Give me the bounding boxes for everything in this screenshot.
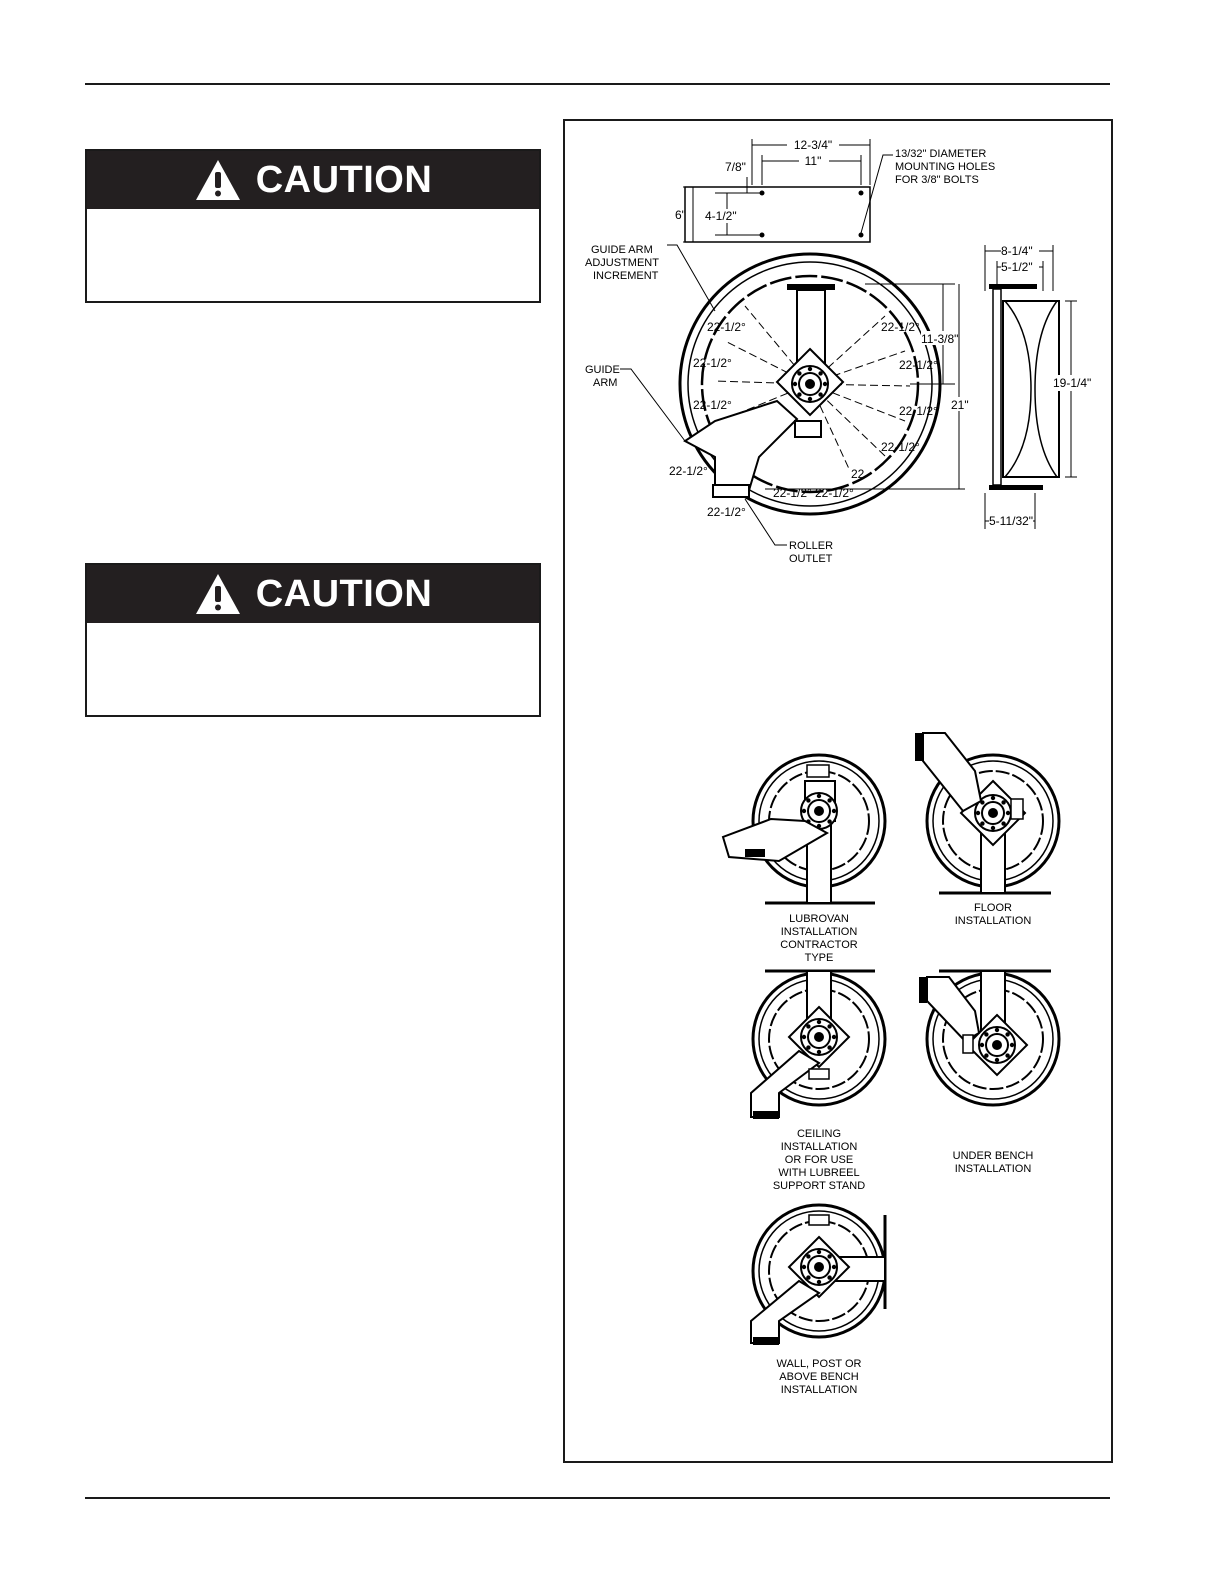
plate-height-inner-label: 4-1/2" bbox=[705, 209, 737, 223]
callout-roller-outlet-1: ROLLER bbox=[789, 540, 833, 552]
angle-label: 22-1/2° bbox=[899, 404, 938, 418]
install-ceiling-line-1: CEILING bbox=[797, 1128, 841, 1140]
angle-label: 22-1/2° bbox=[899, 358, 938, 372]
caution-body bbox=[87, 623, 539, 715]
hole-note-line-3: FOR 3/8" BOLTS bbox=[895, 174, 979, 186]
install-wall-line-3: INSTALLATION bbox=[781, 1384, 858, 1396]
lubrovan-installation-drawing: LUBROVAN INSTALLATION CONTRACTOR TYPE bbox=[721, 753, 887, 964]
angle-label: 22-1/2° bbox=[693, 356, 732, 370]
angle-label-short: 22 bbox=[851, 467, 865, 481]
angle-label: 22-1/2° bbox=[707, 505, 746, 519]
warning-triangle-icon bbox=[195, 160, 240, 200]
install-lubrovan-line-3: CONTRACTOR bbox=[780, 939, 857, 951]
floor-installation-drawing: FLOOR INSTALLATION bbox=[915, 732, 1061, 927]
install-wall-line-2: ABOVE BENCH bbox=[779, 1371, 859, 1383]
install-ceiling-line-5: SUPPORT STAND bbox=[773, 1180, 865, 1192]
warning-triangle-icon bbox=[195, 574, 240, 614]
caution-banner: CAUTION bbox=[87, 151, 539, 209]
plate-top-offset-label: 7/8" bbox=[725, 160, 746, 174]
angle-label: 22-1/2° bbox=[815, 486, 854, 500]
installation-figure: 12-3/4" 11" 6" 4-1/2" 7/8" 13/32" DIAMET… bbox=[563, 119, 1113, 1463]
reel-front-view: 22-1/2° 22-1/2° 22-1/2° 22-1/2° 22-1/2° … bbox=[585, 244, 979, 565]
caution-notice-1: CAUTION bbox=[85, 149, 541, 303]
angle-label: 22-1/2° bbox=[881, 320, 920, 334]
install-floor-line-1: FLOOR bbox=[974, 902, 1012, 914]
footer-rule bbox=[85, 1497, 1110, 1499]
wall-installation-drawing: WALL, POST OR ABOVE BENCH INSTALLATION bbox=[750, 1203, 887, 1396]
angle-label: 22-1/2° bbox=[881, 440, 920, 454]
reel-drawings: 12-3/4" 11" 6" 4-1/2" 7/8" 13/32" DIAMET… bbox=[585, 137, 1097, 1396]
side-reel-diameter-label: 19-1/4" bbox=[1053, 376, 1091, 390]
install-ceiling-line-4: WITH LUBREEL bbox=[778, 1167, 859, 1179]
caution-notice-2: CAUTION bbox=[85, 563, 541, 717]
caution-body bbox=[87, 209, 539, 301]
under-bench-installation-drawing: UNDER BENCH INSTALLATION bbox=[919, 969, 1061, 1175]
callout-guide-arm-2: ARM bbox=[593, 377, 617, 389]
angle-label: 22-1/2° bbox=[773, 486, 812, 500]
callout-guide-arm-adjust-3: INCREMENT bbox=[593, 270, 659, 282]
callout-guide-arm-adjust-1: GUIDE ARM bbox=[591, 244, 653, 256]
side-top-outer-label: 8-1/4" bbox=[1001, 244, 1033, 258]
plate-width-inner-label: 11" bbox=[805, 154, 822, 168]
mounting-plate-drawing: 12-3/4" 11" 6" 4-1/2" 7/8" 13/32" DIAMET… bbox=[675, 137, 995, 243]
install-floor-line-2: INSTALLATION bbox=[955, 915, 1032, 927]
angle-label: 22-1/2° bbox=[707, 320, 746, 334]
caution-title: CAUTION bbox=[255, 572, 433, 615]
callout-guide-arm-1: GUIDE bbox=[585, 364, 620, 376]
install-lubrovan-line-2: INSTALLATION bbox=[781, 926, 858, 938]
reel-side-view: 8-1/4" 5-1/2" 19-1/4" 5-11/32" bbox=[984, 244, 1097, 529]
header-rule bbox=[85, 83, 1110, 85]
caution-banner: CAUTION bbox=[87, 565, 539, 623]
ceiling-installation-drawing: CEILING INSTALLATION OR FOR USE WITH LUB… bbox=[750, 969, 887, 1192]
side-top-inner-label: 5-1/2" bbox=[1001, 260, 1033, 274]
side-bottom-label: 5-11/32" bbox=[989, 514, 1033, 528]
install-ceiling-line-2: INSTALLATION bbox=[781, 1141, 858, 1153]
install-under-bench-line-1: UNDER BENCH bbox=[953, 1150, 1034, 1162]
dim-height-total-label: 21" bbox=[951, 398, 969, 412]
install-under-bench-line-2: INSTALLATION bbox=[955, 1163, 1032, 1175]
caution-title: CAUTION bbox=[255, 158, 433, 201]
plate-height-outer-label: 6" bbox=[675, 208, 686, 222]
install-wall-line-1: WALL, POST OR bbox=[777, 1358, 862, 1370]
plate-width-outer-label: 12-3/4" bbox=[794, 138, 832, 152]
callout-guide-arm-adjust-2: ADJUSTMENT bbox=[585, 257, 659, 269]
hole-note-line-1: 13/32" DIAMETER bbox=[895, 148, 986, 160]
angle-label: 22-1/2° bbox=[693, 398, 732, 412]
install-ceiling-line-3: OR FOR USE bbox=[785, 1154, 853, 1166]
angle-label: 22-1/2° bbox=[669, 464, 708, 478]
hole-note-line-2: MOUNTING HOLES bbox=[895, 161, 995, 173]
callout-roller-outlet-2: OUTLET bbox=[789, 553, 833, 565]
dim-height-partial-label: 11-3/8" bbox=[921, 332, 958, 346]
install-lubrovan-line-4: TYPE bbox=[805, 952, 834, 964]
install-lubrovan-line-1: LUBROVAN bbox=[789, 913, 849, 925]
